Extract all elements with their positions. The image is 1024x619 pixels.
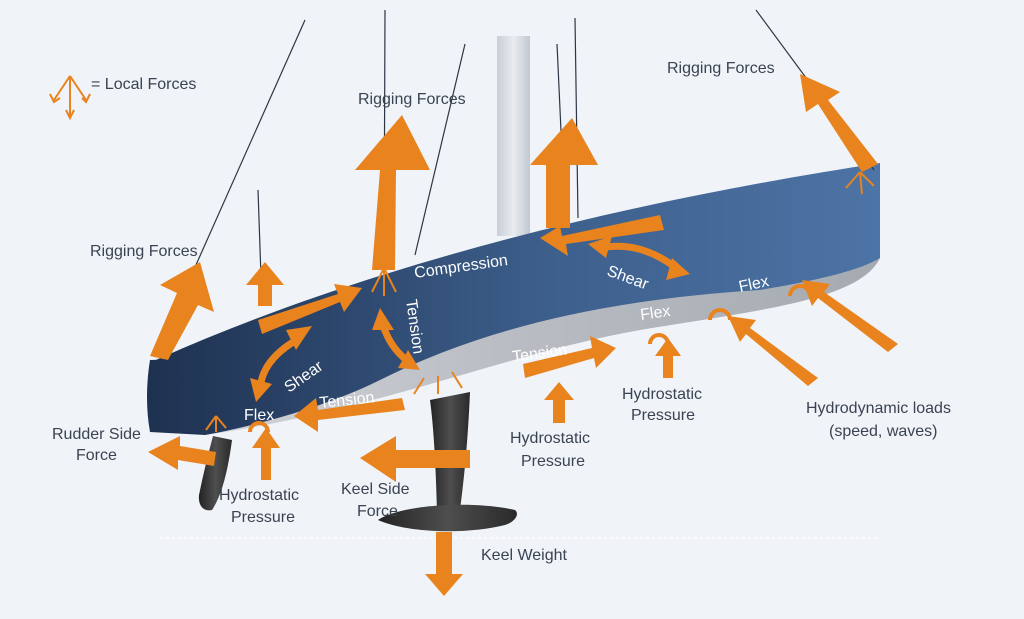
arrow-rigging-center xyxy=(355,115,430,270)
label-keel-weight: Keel Weight xyxy=(481,547,568,564)
label-hydrostatic-left-1: Hydrostatic xyxy=(219,487,299,504)
arrow-hydrodyn-1 xyxy=(802,280,898,352)
label-rudder-side-1: Rudder Side xyxy=(52,426,141,443)
label-hydrodynamic-1: Hydrodynamic loads xyxy=(806,400,951,417)
arrow-rigging-mast xyxy=(530,118,598,228)
flex-curl-right-a xyxy=(708,308,732,321)
label-flex-right: Flex xyxy=(737,273,770,296)
arrow-tension-left xyxy=(294,398,405,432)
arrow-shear-left-upper xyxy=(258,284,362,334)
legend-label: = Local Forces xyxy=(91,76,196,93)
arrow-hydro-right xyxy=(655,338,681,378)
label-keel-side-1: Keel Side xyxy=(341,481,410,498)
label-hydrostatic-right-2: Pressure xyxy=(631,407,695,424)
arrow-shear-right-head-b xyxy=(666,258,690,280)
arrow-hydro-left xyxy=(252,428,280,480)
arrow-rigging-bow xyxy=(800,74,878,172)
arrow-hydro-mid xyxy=(544,382,574,423)
arrow-tension-mid xyxy=(523,336,616,378)
arrow-compression xyxy=(540,215,664,256)
keel-bulb xyxy=(378,504,517,532)
label-hydrostatic-mid-1: Hydrostatic xyxy=(510,430,590,447)
arrow-rigging-left-small xyxy=(246,262,284,306)
local-force-markers xyxy=(205,171,875,432)
hull-topsides xyxy=(147,163,880,435)
arrow-shear-left-head-b xyxy=(250,378,272,402)
arrow-shear-left-head-a xyxy=(286,326,312,350)
label-hydrodynamic-2: (speed, waves) xyxy=(829,423,938,440)
arrow-shear-right-head-a xyxy=(588,236,612,258)
arrow-rudder-side xyxy=(148,436,216,470)
force-arrows xyxy=(148,74,898,596)
flex-curl-mid xyxy=(648,333,670,345)
label-hydrostatic-left-2: Pressure xyxy=(231,509,295,526)
arrow-tension-vertical-head-b xyxy=(398,350,420,370)
flex-curl-left xyxy=(248,421,270,433)
label-hydrostatic-right-1: Hydrostatic xyxy=(622,386,702,403)
label-rigging-forces-left: Rigging Forces xyxy=(90,243,198,260)
label-flex-left: Flex xyxy=(244,407,274,424)
mast xyxy=(497,36,530,236)
arrow-keel-weight xyxy=(425,532,463,596)
arrow-hydrodyn-2 xyxy=(728,316,818,386)
label-rigging-forces-right: Rigging Forces xyxy=(667,60,775,77)
rudder xyxy=(198,436,232,511)
legend-icon xyxy=(49,75,91,121)
flex-curl-right-b xyxy=(788,284,812,297)
label-hydrostatic-mid-2: Pressure xyxy=(521,453,585,470)
curved-arrows xyxy=(248,236,812,433)
arrow-rigging-left xyxy=(150,262,214,360)
label-flex-mid: Flex xyxy=(639,303,671,324)
hull xyxy=(147,163,880,435)
label-keel-side-2: Force xyxy=(357,503,398,520)
label-tension-left: Tension xyxy=(319,389,376,412)
label-rigging-forces-center: Rigging Forces xyxy=(358,91,466,108)
label-rudder-side-2: Force xyxy=(76,447,117,464)
arrow-keel-side xyxy=(360,436,470,482)
arrow-tension-vertical-head-a xyxy=(372,308,394,330)
